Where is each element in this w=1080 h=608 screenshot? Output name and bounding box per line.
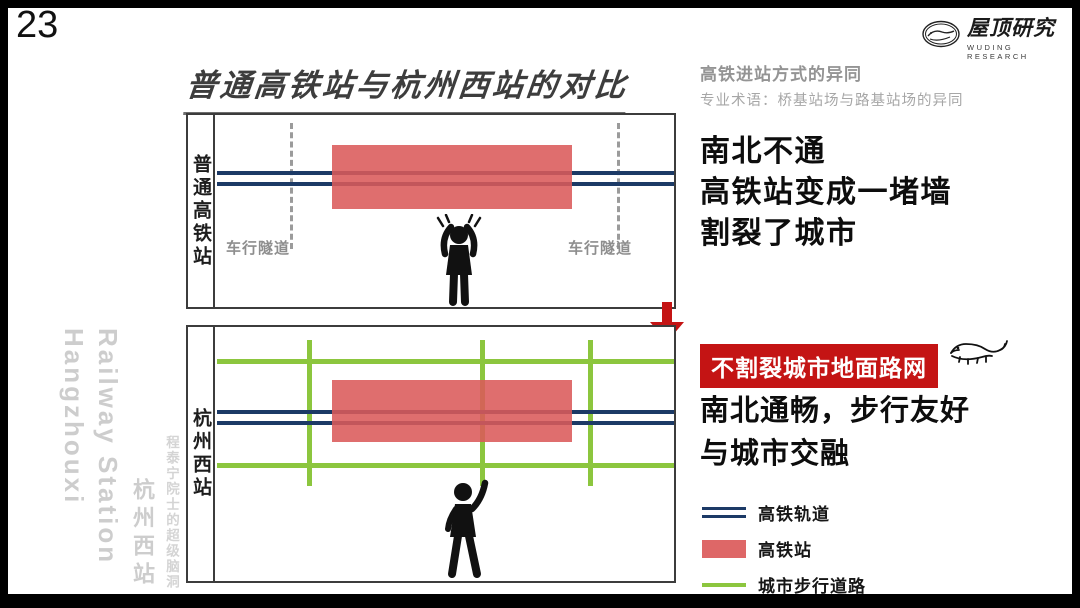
station-footprint-top	[332, 145, 572, 209]
legend-label: 高铁站	[758, 541, 812, 560]
watermark-line-2: Railway Station	[93, 328, 123, 566]
annotation-bottom: 南北通畅，步行友好 与城市交融	[700, 390, 970, 476]
tunnel-dashed-line-left	[290, 123, 293, 249]
station-footprint-bottom	[332, 380, 572, 442]
croc-logo-icon	[920, 18, 962, 55]
header-note-line2: 专业术语：桥基站场与路基站场的异同	[700, 93, 964, 109]
comparison-panel-hangzhouxi: 杭州西站	[186, 325, 676, 583]
walk-road-horizontal	[217, 359, 674, 364]
comparison-panel-ordinary: 普通高铁站 车行隧道 车行隧道	[186, 113, 676, 309]
annotation-line: 割裂了城市	[700, 217, 858, 250]
panel-label-hangzhouxi: 杭州西站	[188, 327, 215, 581]
legend-row-station: 高铁站	[702, 536, 866, 561]
logo: 屋顶研究 WUDING RESEARCH	[920, 12, 1078, 61]
legend: 高铁轨道 高铁站 城市步行道路	[702, 500, 866, 608]
page-number: 23	[16, 4, 59, 46]
logo-subtitle: WUDING RESEARCH	[967, 43, 1029, 61]
panel-label-ordinary: 普通高铁站	[188, 115, 215, 307]
annotation-line: 南北不通	[700, 135, 826, 168]
watermark-line-1: Hangzhouxi	[59, 328, 89, 506]
walk-road-horizontal	[217, 463, 674, 468]
waving-person-icon	[436, 479, 494, 584]
annotation-line: 与城市交融	[700, 438, 851, 470]
legend-track-swatch	[702, 507, 746, 518]
highlight-badge: 不割裂城市地面路网	[700, 344, 938, 388]
legend-walk-swatch	[702, 582, 746, 587]
tunnel-label-right: 车行隧道	[568, 240, 633, 257]
logo-title: 屋顶研究	[967, 15, 1055, 40]
page-title: 普通高铁站与杭州西站的对比	[183, 60, 631, 115]
watermark: Hangzhouxi Railway Station 杭州西站 程泰宁院士的超级…	[55, 328, 184, 590]
frustrated-person-icon	[433, 213, 485, 311]
crocodile-doodle-icon	[948, 336, 1010, 375]
annotation-top: 南北不通 高铁站变成一堵墙 割裂了城市	[700, 131, 952, 254]
annotation-line: 高铁站变成一堵墙	[700, 176, 952, 209]
legend-row-walk: 城市步行道路	[702, 572, 866, 597]
watermark-line-3: 杭州西站	[130, 478, 155, 590]
legend-label: 高铁轨道	[758, 505, 830, 524]
tunnel-label-left: 车行隧道	[226, 240, 291, 257]
legend-label: 城市步行道路	[758, 577, 866, 596]
tunnel-dashed-line-right	[617, 123, 620, 249]
header-note: 高铁进站方式的异同 专业术语：桥基站场与路基站场的异同	[700, 60, 964, 110]
legend-row-track: 高铁轨道	[702, 500, 866, 525]
watermark-line-4: 程泰宁院士的超级脑洞	[164, 435, 179, 590]
header-note-line1: 高铁进站方式的异同	[700, 65, 862, 84]
legend-station-swatch	[702, 539, 746, 558]
annotation-line: 南北通畅，步行友好	[700, 395, 971, 427]
